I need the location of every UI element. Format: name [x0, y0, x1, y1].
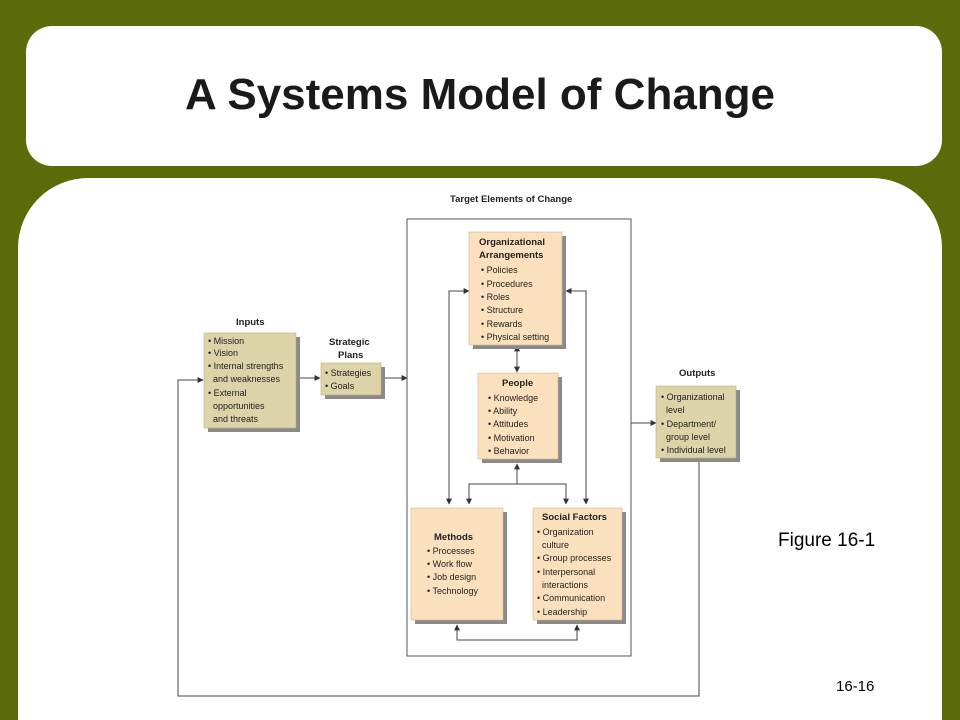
org-arrangements-items: • Policies • Procedures • Roles • Struct… [481, 265, 549, 342]
org-methods-arrow [446, 288, 470, 505]
org-arrangements-heading-line-2: Arrangements [479, 250, 543, 261]
list-item: • Attitudes [488, 419, 529, 429]
list-item: • Structure [481, 305, 523, 315]
list-item: • Policies [481, 265, 518, 275]
list-item: • Procedures [481, 279, 533, 289]
list-item: • Group processes [537, 553, 612, 563]
strategic-plans-heading-line-2: Plans [338, 350, 363, 361]
inputs-box [203, 332, 297, 429]
list-item: • Behavior [488, 446, 529, 456]
list-item: • Internal strengths [208, 361, 284, 371]
strategic-plans-heading-line-1: Strategic [329, 337, 370, 348]
list-item: opportunities [208, 401, 265, 411]
outputs-heading: Outputs [679, 368, 715, 379]
list-item: group level [661, 432, 710, 442]
list-item: interactions [537, 580, 589, 590]
list-item: • Knowledge [488, 393, 538, 403]
social-factors-box [532, 507, 623, 621]
methods-items: • Processes • Work flow • Job design • T… [427, 546, 479, 596]
strategic-plans-items: • Strategies • Goals [325, 368, 372, 391]
list-item: • Department/ [661, 419, 717, 429]
list-item: • Job design [427, 572, 476, 582]
list-item: culture [537, 540, 569, 550]
social-factors-heading: Social Factors [542, 512, 607, 523]
org-social-arrow [565, 288, 589, 505]
outputs-items: • Organizational level • Department/ gro… [661, 392, 726, 455]
list-item: • Work flow [427, 559, 472, 569]
target-elements-title: Target Elements of Change [450, 194, 572, 205]
methods-heading: Methods [434, 532, 473, 543]
list-item: • Leadership [537, 607, 587, 617]
people-box [477, 372, 559, 460]
list-item: level [661, 405, 685, 415]
list-item: and weaknesses [208, 374, 281, 384]
list-item: • Mission [208, 336, 244, 346]
org-arrangements-box [468, 231, 563, 346]
list-item: • Roles [481, 292, 510, 302]
methods-box [410, 507, 504, 621]
list-item: • Interpersonal [537, 567, 595, 577]
methods-social-arrow [454, 624, 580, 641]
outputs-box [655, 385, 737, 459]
list-item: • Strategies [325, 368, 372, 378]
title-panel [26, 26, 942, 166]
list-item: and threats [208, 414, 259, 424]
strategic-plans-box [320, 362, 382, 396]
slide-number: 16-16 [836, 678, 875, 695]
list-item: • Individual level [661, 445, 726, 455]
list-item: • Goals [325, 381, 355, 391]
list-item: • Communication [537, 593, 605, 603]
list-item: • Vision [208, 348, 238, 358]
list-item: • External [208, 388, 247, 398]
list-item: • Technology [427, 586, 479, 596]
list-item: • Physical setting [481, 332, 549, 342]
inputs-items: • Mission • Vision • Internal strengths … [208, 336, 284, 424]
inputs-heading: Inputs [236, 317, 265, 328]
people-items: • Knowledge • Ability • Attitudes • Moti… [488, 393, 538, 456]
list-item: • Ability [488, 406, 518, 416]
figure-label: Figure 16-1 [778, 530, 876, 551]
list-item: • Organizational [661, 392, 725, 402]
people-branch-line [466, 483, 569, 505]
slide-title: A Systems Model of Change [184, 70, 776, 119]
people-heading: People [502, 378, 533, 389]
feedback-loop-line [177, 377, 700, 697]
org-arrangements-heading-line-1: Organizational [479, 237, 545, 248]
list-item: • Organization [537, 527, 594, 537]
social-factors-items: • Organization culture • Group processes… [537, 527, 612, 617]
list-item: • Rewards [481, 319, 523, 329]
target-elements-frame [406, 218, 632, 657]
list-item: • Motivation [488, 433, 535, 443]
list-item: • Processes [427, 546, 475, 556]
